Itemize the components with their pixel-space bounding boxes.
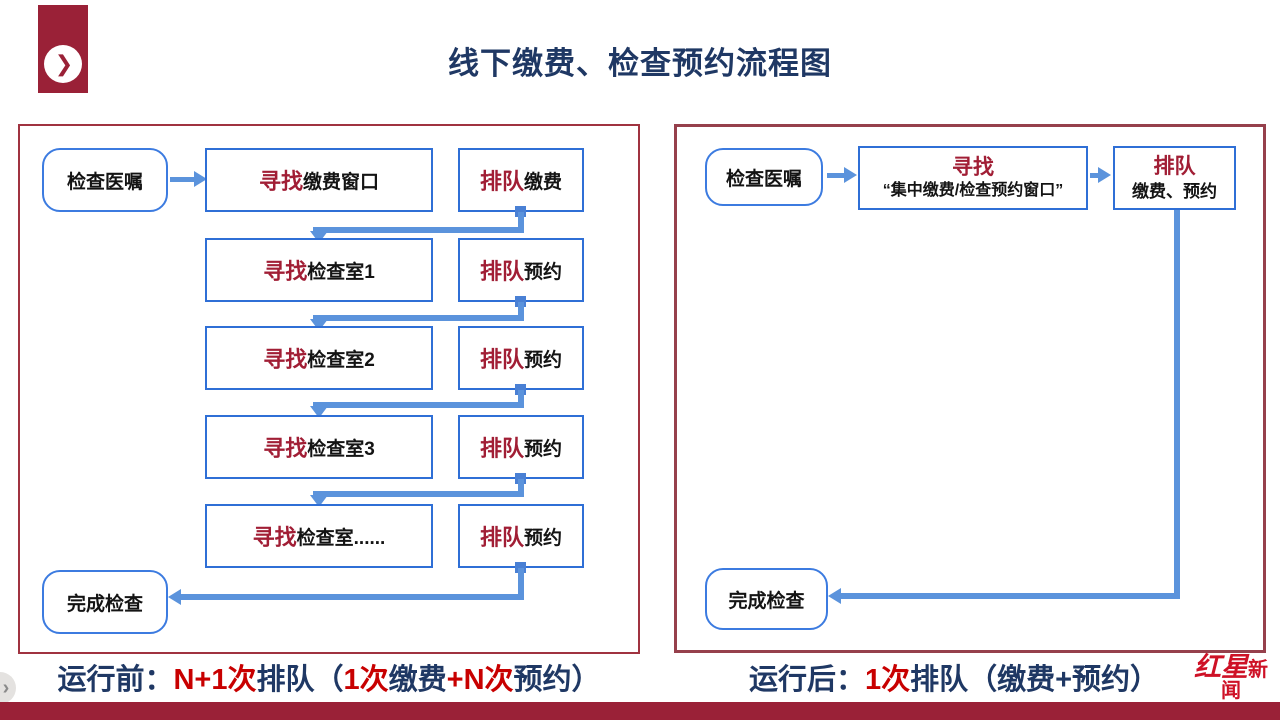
caption-text: 排队（ [256,664,344,696]
connector-line [180,594,524,600]
node-sublabel: “集中缴费/检查预约窗口” [882,182,1064,200]
caption-highlight: +N次 [446,664,514,696]
caption-label: 运行后： [748,664,865,696]
connector-line [313,491,524,497]
page-title: 线下缴费、检查预约流程图 [448,46,832,81]
connector-line [313,315,524,321]
connector-joint [515,384,526,395]
slide-corner-badge: ❯ [38,5,88,93]
node-label: 检查室1 [307,261,375,283]
flow-node-queue-after: 排队 缴费、预约 [1113,146,1236,210]
keyword-label: 寻找 [263,436,308,461]
after-flow-panel: 检查医嘱 寻找 “集中缴费/检查预约窗口” 排队 缴费、预约 完成检查 [674,124,1266,653]
node-label: 检查医嘱 [66,171,143,193]
connector-line [518,302,524,321]
caption-label: 运行前： [57,664,174,696]
keyword-label: 寻找 [252,525,297,550]
logo-part1: 红星 [1194,652,1248,683]
flow-arrow-left [168,589,181,605]
before-caption: 运行前：N+1次排队（1次缴费+N次预约） [18,656,640,698]
flow-node-end-after: 完成检查 [705,568,828,630]
caption-highlight: 1次 [343,664,389,696]
flow-node-find-3: 寻找检查室3 [205,415,433,479]
after-caption: 运行后：1次排队（缴费+预约） [674,656,1234,698]
flow-arrow-right [1098,167,1111,183]
connector-line [313,402,524,408]
node-label: 检查室3 [307,438,375,460]
redstar-news-logo: 红星新闻 [1185,654,1277,707]
keyword-label: 排队 [479,525,524,550]
node-label: 缴费窗口 [303,171,380,193]
caption-highlight: 1次 [864,664,911,696]
flow-node-queue-3: 排队预约 [458,415,584,479]
caption-text: 预约） [513,664,601,696]
node-label: 预约 [524,527,563,549]
flow-node-end-before: 完成检查 [42,570,168,634]
flow-node-queue-2: 排队预约 [458,326,584,390]
flow-node-find-4: 寻找检查室...... [205,504,433,568]
chevron-right-icon: › [2,676,10,699]
keyword-label: 寻找 [952,155,994,179]
connector-line [518,212,524,233]
keyword-label: 排队 [1153,155,1196,179]
node-label: 检查室2 [307,349,375,371]
keyword-label: 排队 [479,436,524,461]
bottom-bar [0,702,1280,720]
keyword-label: 寻找 [263,259,308,284]
connector-joint [515,296,526,307]
keyword-label: 排队 [479,259,524,284]
caption-text: 缴费 [388,664,447,696]
node-label: 完成检查 [66,593,143,615]
flow-node-queue-1: 排队预约 [458,238,584,302]
node-label: 检查医嘱 [725,168,802,190]
keyword-label: 排队 [479,169,524,194]
node-label: 检查室...... [296,527,386,549]
caption-highlight: N+1次 [173,664,257,696]
flow-node-queue-0: 排队缴费 [458,148,584,212]
node-label: 预约 [524,438,563,460]
flow-node-queue-4: 排队预约 [458,504,584,568]
connector-line [840,593,1180,599]
flow-arrow-right [844,167,857,183]
connector-line [827,173,849,178]
flow-arrow-right [194,171,207,187]
node-label: 预约 [524,349,563,371]
flow-arrow-left [828,588,841,604]
keyword-label: 寻找 [258,169,303,194]
connector-line [170,177,200,182]
connector-joint [515,562,526,573]
chevron-right-icon: ❯ [44,45,82,83]
flow-node-find-after: 寻找 “集中缴费/检查预约窗口” [858,146,1088,210]
flow-node-find-1: 寻找检查室1 [205,238,433,302]
flow-node-start-before: 检查医嘱 [42,148,168,212]
flow-node-find-0: 寻找缴费窗口 [205,148,433,212]
chevron-glyph: ❯ [54,51,74,76]
flow-node-start-after: 检查医嘱 [705,148,823,206]
node-sublabel: 缴费、预约 [1132,181,1217,201]
connector-line [518,479,524,497]
caption-text: 排队（缴费+预约） [910,664,1160,696]
node-label: 预约 [524,261,563,283]
node-label: 完成检查 [728,590,805,612]
next-slide-button[interactable]: › [0,672,16,704]
before-flow-panel: 检查医嘱 寻找缴费窗口 排队缴费 寻找检查室1 排队预约 寻找检查室2 [18,124,640,654]
connector-line [518,568,524,600]
connector-line [1090,173,1102,178]
connector-joint [515,206,526,217]
connector-line [313,227,524,233]
connector-line [518,390,524,408]
keyword-label: 排队 [479,347,524,372]
connector-line [1174,210,1180,599]
connector-joint [515,473,526,484]
keyword-label: 寻找 [263,347,308,372]
node-label: 缴费 [524,171,563,193]
logo-part2: 新闻 [1221,659,1268,702]
flow-node-find-2: 寻找检查室2 [205,326,433,390]
